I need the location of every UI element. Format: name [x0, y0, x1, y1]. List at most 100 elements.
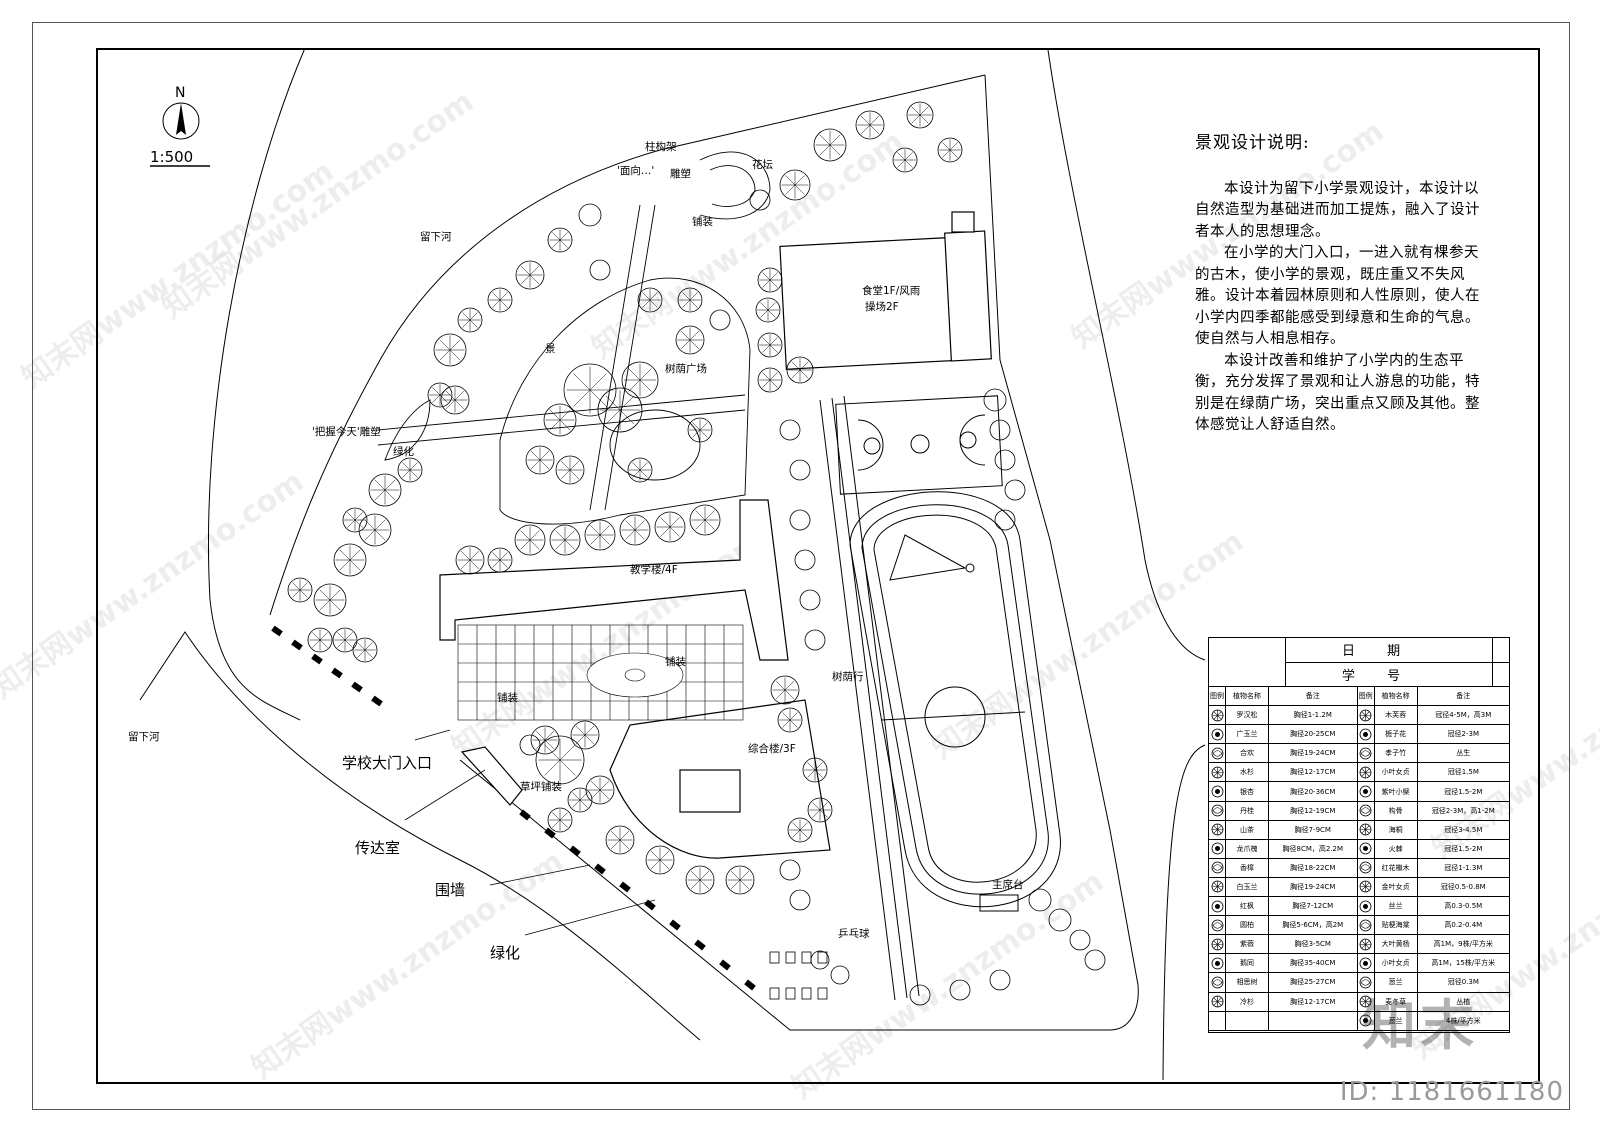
tree-icon: [757, 267, 783, 293]
design-notes: 景观设计说明: 本设计为留下小学景观设计，本设计以自然造型为基础进而加工提炼，融…: [1195, 133, 1485, 437]
plant-symbol-icon: [1209, 743, 1226, 764]
tree-branch-icon: [516, 526, 544, 554]
legend-cell: 胸径25-27CM: [1268, 972, 1358, 993]
label-green-plaza: 树荫广场: [665, 362, 707, 375]
legend-cell: 孝子竹: [1374, 743, 1418, 764]
plant-symbol-icon: [1209, 972, 1226, 993]
tree-icon: [563, 363, 617, 417]
plant-symbol-icon: [1209, 992, 1226, 1012]
legend-cell: 大叶黄杨: [1374, 934, 1418, 955]
tree-icon: [645, 845, 675, 875]
tree-icon: [789, 459, 811, 481]
field-triangle: [889, 534, 967, 581]
plant-symbol-icon: [1357, 743, 1375, 764]
image-id-label: ID: 1181661180: [1339, 1077, 1564, 1107]
road-edge-right: [1047, 49, 1206, 661]
legend-cell: 金叶女贞: [1374, 877, 1418, 898]
tree-icon: [549, 524, 581, 556]
plant-symbol-icon: [1357, 953, 1375, 974]
legend-cell: 胸径20-36CM: [1268, 781, 1358, 802]
plant-symbol-icon: [1209, 877, 1226, 898]
tree-icon: [757, 367, 783, 393]
legend-cell: 胸径20-25CM: [1268, 724, 1358, 745]
tree-icon: [457, 307, 483, 333]
legend-col-name: 植物名称: [1374, 687, 1418, 707]
label-sculpture-top: 雕塑: [670, 167, 691, 180]
tree-branch-icon: [586, 521, 614, 549]
tree-icon: [397, 457, 423, 483]
legend-cell: 胸径18-22CM: [1268, 858, 1358, 878]
label-jing: 景: [545, 343, 556, 355]
legend-cell: 高1M，15株/平方米: [1417, 953, 1509, 974]
legend-cell: 胸径8CM，高2.2M: [1268, 839, 1358, 859]
tree-branch-icon: [566, 366, 614, 414]
legend-cell: 冠径3-4.5M: [1417, 820, 1509, 840]
tree-branch-icon: [759, 369, 781, 391]
tree-icon: [779, 419, 801, 441]
tree-icon: [570, 720, 600, 750]
tree-icon: [725, 865, 755, 895]
legend-cell: 丝兰: [1374, 896, 1418, 917]
tree-icon: [455, 545, 485, 575]
tree-branch-icon: [517, 262, 543, 288]
tree-branch-icon: [289, 579, 311, 601]
tree-icon: [755, 297, 781, 323]
tree-branch-icon: [600, 390, 640, 430]
tree-icon: [627, 457, 653, 483]
label-greenery: 绿化: [490, 944, 520, 962]
tree-branch-icon: [804, 759, 826, 781]
tree-icon: [637, 287, 663, 313]
tree-icon: [994, 449, 1016, 471]
tree-icon: [543, 403, 577, 437]
tree-icon: [1084, 949, 1106, 971]
plant-symbol-icon: [1209, 915, 1226, 936]
tree-icon: [794, 549, 816, 571]
tree-icon: [333, 543, 367, 577]
tree-icon: [358, 513, 392, 547]
legend-cell: 丹桂: [1225, 801, 1269, 821]
sheet-outer-border: [32, 22, 1570, 1110]
leader-gate: [414, 729, 451, 741]
label-teaching: 教学楼/4F: [630, 563, 678, 576]
tree-branch-icon: [908, 103, 932, 127]
tree-branch-icon: [757, 299, 779, 321]
legend-cell: 冠径1.5M: [1417, 762, 1509, 783]
legend-cell: 构骨: [1374, 801, 1418, 821]
legend-cell: 白玉兰: [1225, 877, 1269, 898]
tree-icon: [687, 417, 713, 443]
tree-icon: [487, 547, 513, 573]
tree-icon: [909, 984, 931, 1006]
courtyard-paving-grid: [457, 624, 744, 721]
tree-branch-icon: [857, 112, 883, 138]
tree-icon: [677, 287, 703, 313]
road-edge-right-lower: [1162, 744, 1206, 1081]
legend-cell: 紫薇: [1225, 934, 1269, 955]
tree-icon: [352, 637, 378, 663]
canteen-annex: [944, 230, 992, 362]
legend-cell: 冠径0.5-0.8M: [1417, 877, 1509, 898]
tree-branch-icon: [939, 139, 961, 161]
basketball-court: [835, 395, 1003, 495]
plant-legend-table: 日 期 学 号 图例 植物名称 备注 图例 植物名称 备注 罗汉松胸径1-1.2…: [1208, 637, 1510, 1033]
tree-icon: [789, 509, 811, 531]
notes-paragraph: 在小学的大门入口，一进入就有棵参天的古木，使小学的景观，既庄重又不失风雅。设计本…: [1195, 245, 1480, 347]
tree-icon: [685, 865, 715, 895]
tree-icon: [530, 725, 560, 755]
garden-path-diagonal: [377, 394, 746, 446]
legend-cell: 高1M，9株/平方米: [1417, 934, 1509, 955]
tree-icon: [515, 260, 545, 290]
tree-branch-icon: [459, 309, 481, 331]
tree-branch-icon: [779, 709, 801, 731]
leader-guard: [404, 769, 486, 821]
tree-icon: [787, 817, 813, 843]
north-arrow: N 1:500: [150, 85, 210, 167]
tree-icon: [779, 859, 801, 881]
legend-cell: 胸径12-17CM: [1268, 762, 1358, 783]
boundary-fence-blocks: [271, 625, 756, 991]
